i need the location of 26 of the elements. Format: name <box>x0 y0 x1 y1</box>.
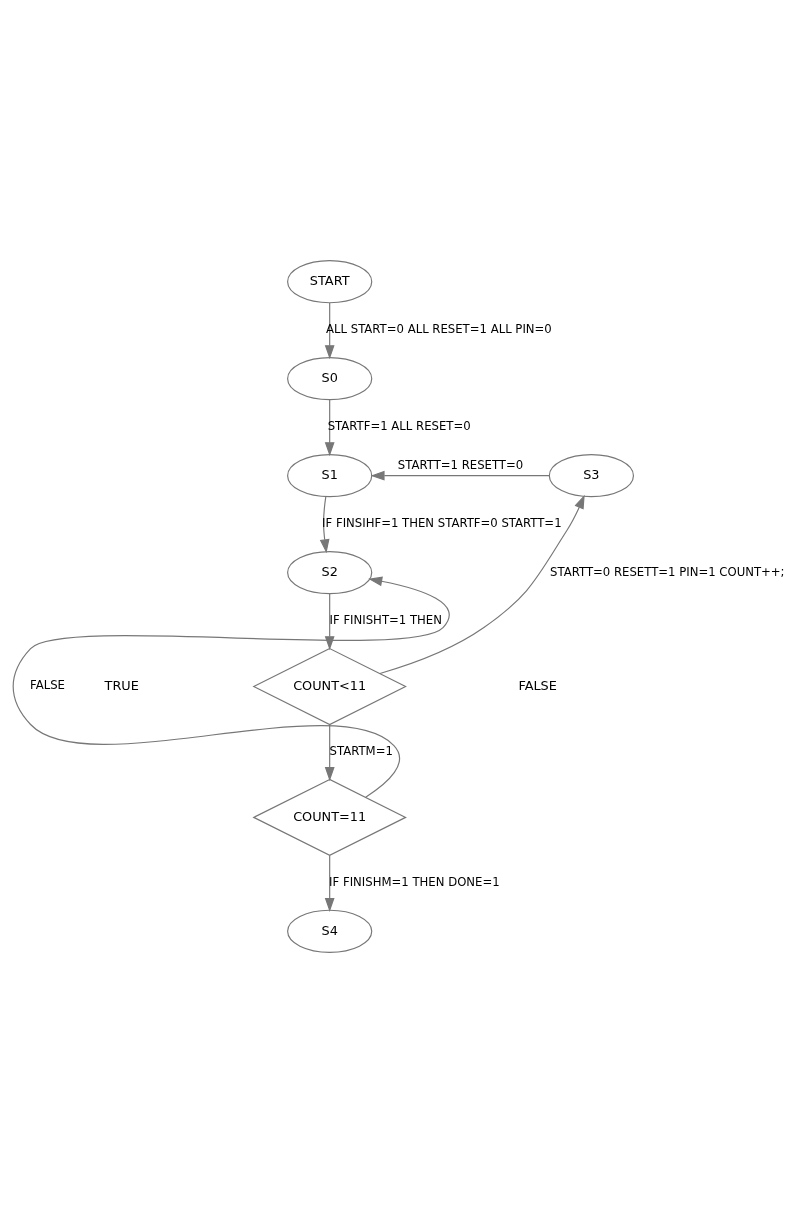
node-ellipse: START <box>287 259 373 303</box>
arrow <box>370 470 550 481</box>
edge-label: STARTM=1 <box>329 743 393 758</box>
arrow <box>379 494 585 674</box>
node-ellipse: S2 <box>287 550 373 594</box>
arrow <box>324 592 335 650</box>
edge-label: STARTT=1 RESETT=0 <box>397 457 524 472</box>
node-ellipse: S3 <box>548 453 635 497</box>
edge-label: IF FINISHT=1 THEN <box>329 612 442 627</box>
arrow <box>324 301 335 359</box>
edge-label: STARTT=0 RESETT=1 PIN=1 COUNT++; <box>550 564 785 579</box>
arrow <box>324 398 335 456</box>
node-ellipse: S0 <box>287 356 373 400</box>
node-ellipse: S4 <box>287 909 373 953</box>
edge-label: IF FINISHM=1 THEN DONE=1 <box>329 874 500 889</box>
edge-label: IF FINSIHF=1 THEN STARTF=0 STARTT=1 <box>322 515 562 530</box>
arrow <box>12 576 450 798</box>
edge-label: STARTF=1 ALL RESET=0 <box>327 418 471 433</box>
node-ellipse: S1 <box>287 453 373 497</box>
arrow <box>324 854 335 912</box>
edge-label: ALL START=0 ALL RESET=1 ALL PIN=0 <box>326 321 552 336</box>
label: TRUE <box>104 677 139 693</box>
edge-label: FALSE <box>30 677 65 692</box>
label: FALSE <box>518 677 557 693</box>
node-diamond: COUNT=11 <box>252 778 407 856</box>
node-diamond: COUNT<11 <box>252 647 407 725</box>
